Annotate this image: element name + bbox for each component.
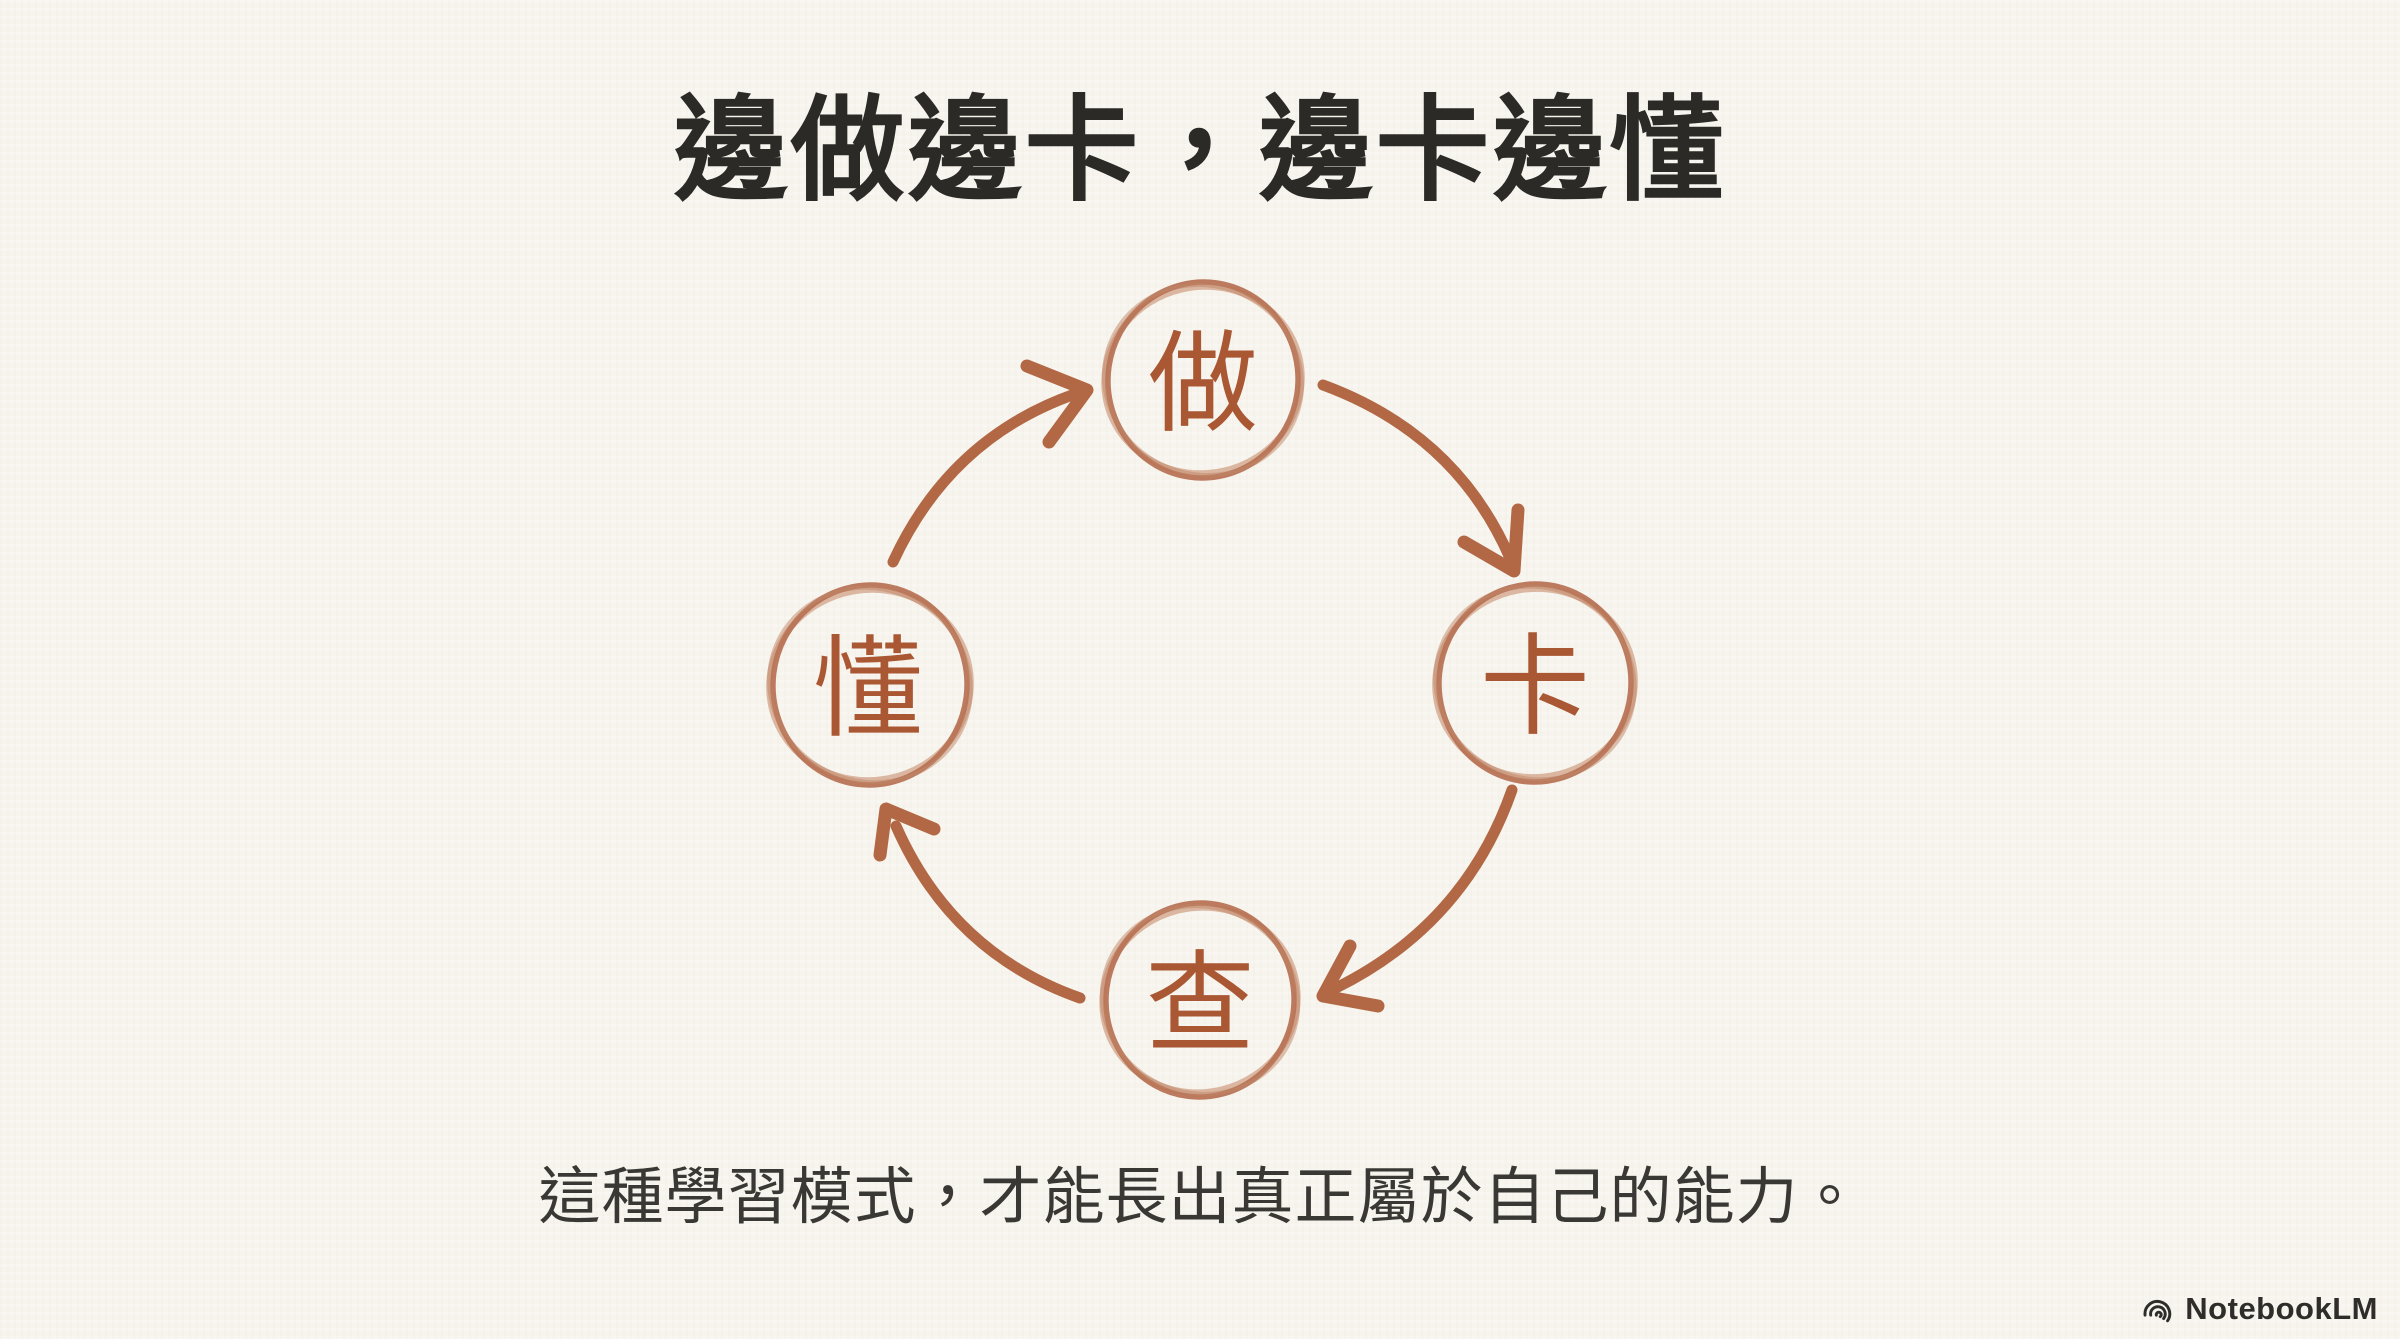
page-title: 邊做邊卡，邊卡邊懂	[673, 88, 1727, 215]
node-label-do: 做	[1148, 320, 1258, 448]
cycle-node-lookup: 查	[1099, 900, 1301, 1100]
arrow-understand-to-do	[887, 359, 1094, 568]
subtitle: 這種學習模式，才能長出真正屬於自己的能力。	[538, 1163, 1862, 1232]
cycle-node-stuck: 卡	[1432, 581, 1638, 785]
arrow-lookup-to-understand	[873, 802, 1086, 1004]
arrow-stuck-to-lookup	[1316, 784, 1518, 1013]
watermark: NotebookLM	[2140, 1291, 2378, 1327]
cycle-arrows	[873, 359, 1525, 1013]
node-label-understand: 懂	[813, 625, 923, 753]
notebooklm-logo-icon	[2143, 1300, 2172, 1323]
arrow-do-to-stuck	[1317, 379, 1525, 578]
cycle-node-do: 做	[1101, 279, 1305, 481]
cycle-node-understand: 懂	[766, 582, 974, 788]
node-label-stuck: 卡	[1480, 623, 1590, 751]
node-label-lookup: 查	[1145, 940, 1255, 1068]
watermark-label: NotebookLM	[2185, 1291, 2378, 1326]
